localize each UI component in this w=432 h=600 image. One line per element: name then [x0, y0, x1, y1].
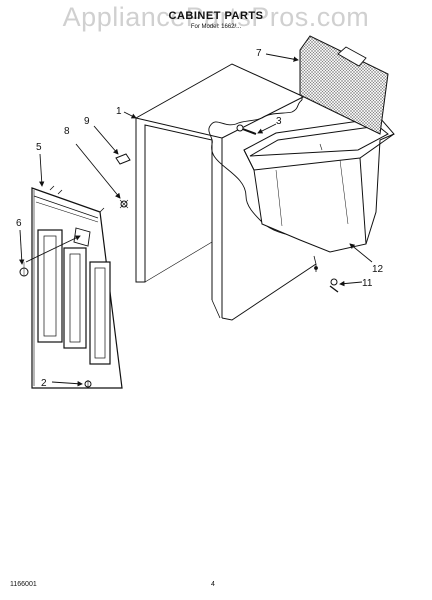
screw-part-8 — [119, 199, 129, 209]
screw-part-2 — [84, 380, 92, 388]
callout-5: 5 — [36, 142, 42, 153]
callout-11: 11 — [362, 278, 373, 289]
callout-1: 1 — [116, 106, 122, 117]
callout-2: 2 — [41, 378, 47, 389]
screw-part-3 — [236, 124, 257, 135]
diagram-code: 1166001 — [10, 581, 37, 588]
clip-part-9 — [115, 153, 131, 165]
callout-3: 3 — [276, 116, 282, 127]
callout-7: 7 — [256, 48, 262, 59]
screw-part-11 — [329, 278, 339, 293]
watermark: AppliancePartsPros.com — [62, 2, 370, 32]
page-number: 4 — [211, 581, 215, 588]
callout-8: 8 — [64, 126, 70, 137]
model-subtitle: For Model: 1662/... — [190, 24, 242, 30]
door-panel — [31, 185, 123, 389]
diagram-title: CABINET PARTS — [168, 10, 264, 22]
leader-lines — [19, 53, 373, 387]
callout-12: 12 — [372, 264, 384, 275]
callout-numbers: 1 2 3 5 6 7 8 9 11 12 — [16, 48, 384, 389]
handle-part-6 — [19, 262, 29, 277]
callout-9: 9 — [84, 116, 90, 127]
storage-bin — [243, 117, 395, 253]
callout-6: 6 — [16, 218, 22, 229]
cabinet-shell — [135, 63, 318, 321]
filter-panel — [299, 35, 389, 135]
